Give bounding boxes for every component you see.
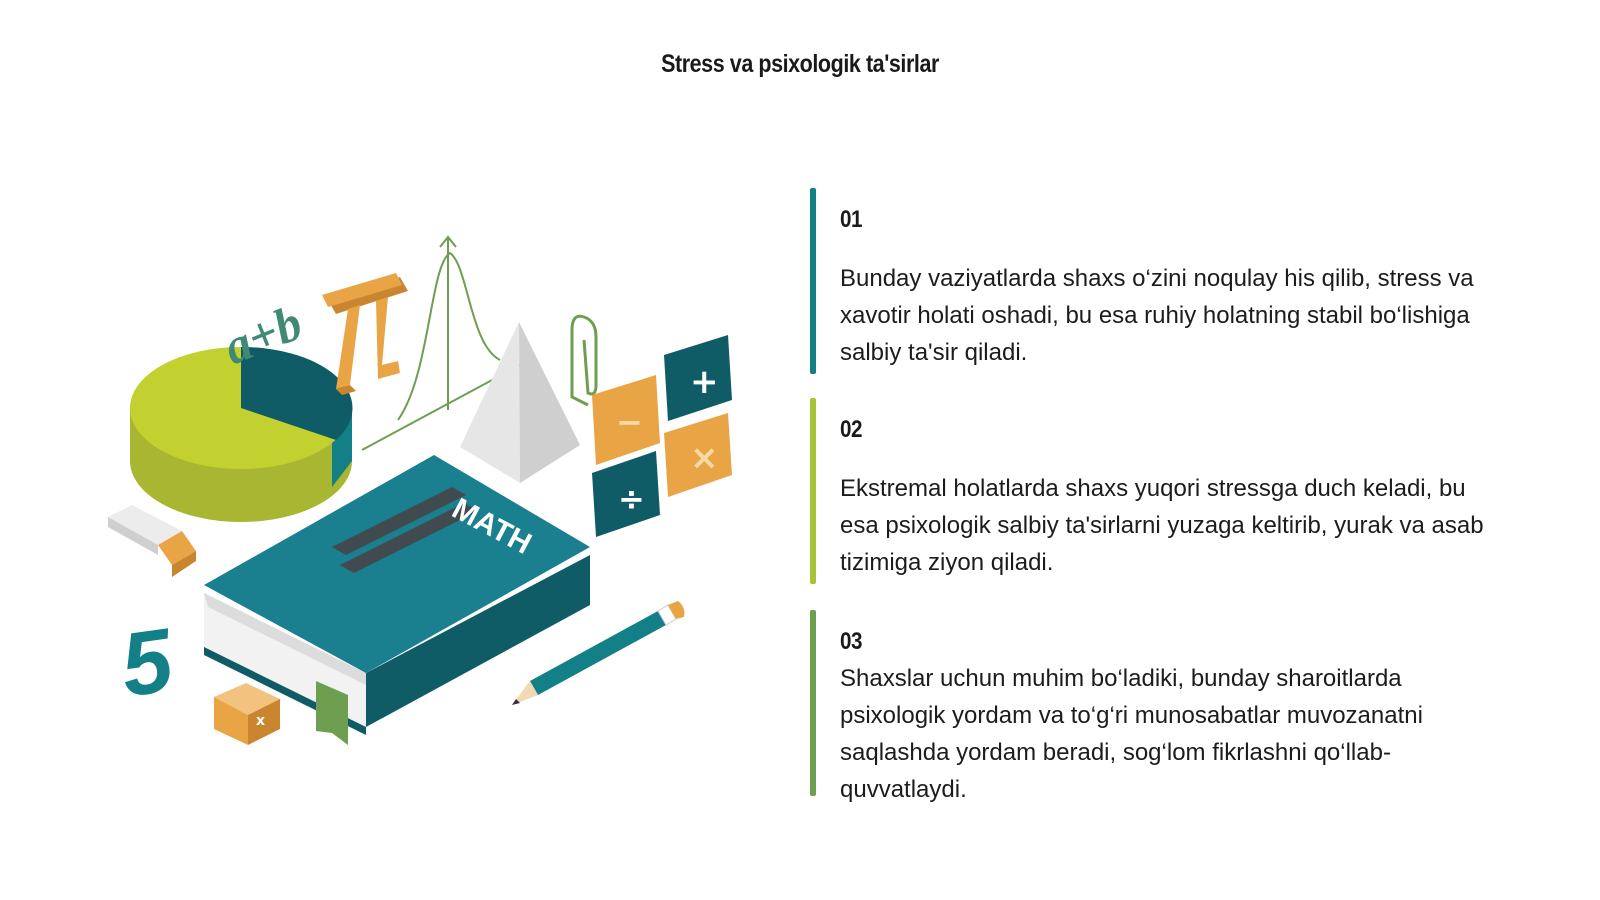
- accent-bar: [810, 188, 816, 374]
- cube-mark: x: [256, 713, 265, 729]
- accent-bar: [810, 610, 816, 796]
- page-title: Stress va psixologik ta'sirlar: [661, 50, 939, 78]
- point-number: 03: [840, 628, 863, 655]
- math-illustration: a+b + − × ÷: [108, 235, 732, 745]
- math-book-icon: MATH: [204, 455, 590, 745]
- number-five-icon: 5: [115, 610, 180, 716]
- calculator-keys-icon: + − × ÷: [592, 335, 732, 537]
- multiply-key-icon: ×: [690, 438, 719, 478]
- point-number: 02: [840, 416, 863, 443]
- point-text: Shaxslar uchun muhim bo‘ladiki, bunday s…: [840, 665, 1423, 803]
- cube-icon: x: [214, 683, 280, 745]
- pi-icon: [322, 273, 408, 395]
- pie-chart-icon: [130, 346, 353, 522]
- pencil-icon: [512, 601, 685, 705]
- divide-key-icon: ÷: [618, 480, 645, 518]
- accent-bar: [810, 398, 816, 584]
- point-text: Bunday vaziyatlarda shaxs o‘zini noqulay…: [840, 265, 1474, 366]
- point-text: Ekstremal holatlarda shaxs yuqori stress…: [840, 475, 1484, 576]
- minus-key-icon: −: [616, 403, 643, 441]
- point-number: 01: [840, 206, 863, 233]
- paperclip-icon: [570, 314, 598, 407]
- pyramid-icon: [460, 322, 580, 483]
- eraser-icon: [108, 505, 196, 577]
- plus-key-icon: +: [690, 362, 719, 402]
